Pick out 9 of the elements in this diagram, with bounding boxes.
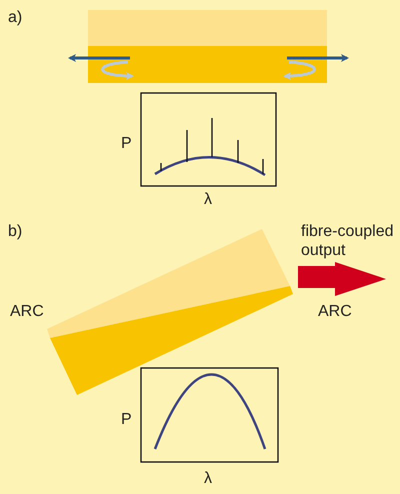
axis-label: λ bbox=[204, 190, 212, 209]
facet-label: ARC bbox=[10, 302, 44, 321]
panel-label: a) bbox=[8, 8, 22, 27]
output-label: fibre-coupled output bbox=[301, 222, 394, 260]
axis-label: P bbox=[121, 410, 132, 429]
axis-label: P bbox=[121, 134, 132, 153]
panel-label: b) bbox=[8, 222, 22, 241]
axis-label: λ bbox=[204, 469, 212, 488]
facet-label: ARC bbox=[318, 302, 352, 321]
